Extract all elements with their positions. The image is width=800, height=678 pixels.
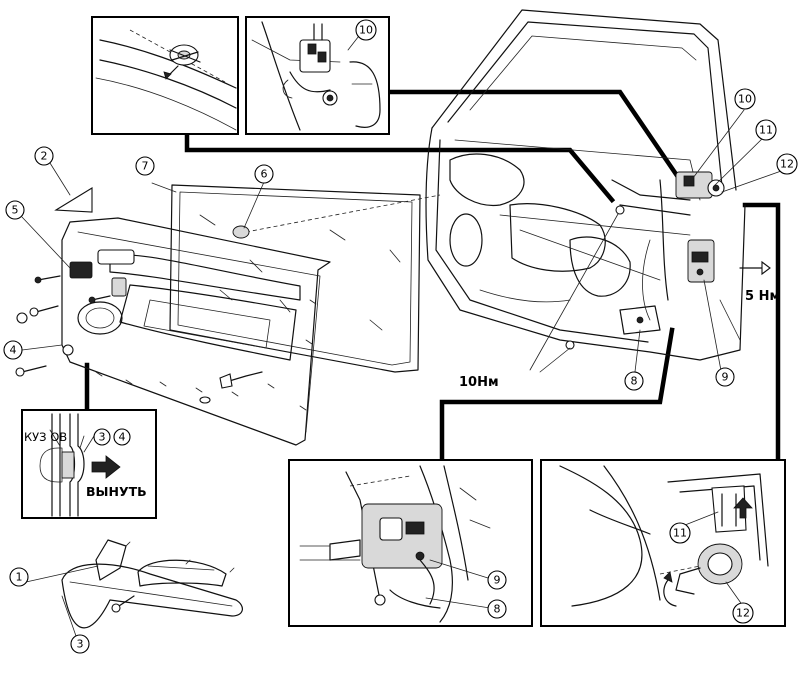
inset-lock-cylinder	[540, 459, 786, 627]
callout-9-inset-label: 9	[494, 574, 501, 587]
callout-11-cylinder-inset: 11	[669, 522, 691, 544]
callout-10-label: 10	[738, 93, 752, 106]
callout-12-inset-label: 12	[736, 607, 750, 620]
callout-3-label: 3	[77, 638, 84, 651]
callout-1: 1	[9, 567, 29, 587]
callout-12-label: 12	[780, 158, 794, 171]
connector-lines	[84, 89, 781, 463]
callout-12-door: 12	[776, 153, 798, 175]
callout-9-latch-inset: 9	[487, 570, 507, 590]
callout-9-label: 9	[722, 371, 729, 384]
door-frame	[425, 9, 771, 361]
callout-7: 7	[135, 156, 155, 176]
water-shield	[169, 184, 441, 373]
callout-4-inset-label: 4	[119, 431, 126, 444]
callout-9-door: 9	[715, 367, 735, 387]
callout-10-connector-inset: 10	[355, 19, 377, 41]
callout-3-clip-inset: 3	[93, 428, 111, 446]
callout-5-label: 5	[12, 204, 19, 217]
callout-12-cylinder-inset: 12	[732, 602, 754, 624]
callout-11-label: 11	[759, 124, 773, 137]
callout-10-door: 10	[734, 88, 756, 110]
inset-inner-handle	[61, 539, 243, 629]
callout-6-label: 6	[261, 168, 268, 181]
callout-7-label: 7	[142, 160, 149, 173]
callout-5: 5	[5, 200, 25, 220]
door-trim-panel	[61, 217, 331, 446]
callout-4-label: 4	[10, 344, 17, 357]
callout-8-door: 8	[624, 371, 644, 391]
callout-4-clip-inset: 4	[113, 428, 131, 446]
clip-inset-body-label: КУЗ ОВ	[24, 430, 67, 444]
callout-3-handle: 3	[70, 634, 90, 654]
torque-10nm-label: 10Нм	[459, 375, 499, 390]
inset-latch-rods	[288, 459, 533, 627]
callout-11-door: 11	[755, 119, 777, 141]
callout-2-label: 2	[41, 150, 48, 163]
callout-4-panel: 4	[3, 340, 23, 360]
callout-2: 2	[34, 146, 54, 166]
callout-3-inset-label: 3	[99, 431, 106, 444]
callout-1-label: 1	[16, 571, 23, 584]
callout-8-label: 8	[631, 375, 638, 388]
callout-8-inset-label: 8	[494, 603, 501, 616]
callout-6: 6	[254, 164, 274, 184]
trim-clips	[95, 299, 317, 411]
loose-fasteners	[15, 187, 250, 377]
torque-5nm-label: 5 Нм	[745, 289, 780, 304]
callout-10-inset-label: 10	[359, 24, 373, 37]
callout-8-latch-inset: 8	[487, 599, 507, 619]
inset-rod-clip	[91, 16, 239, 135]
callout-11-inset-label: 11	[673, 527, 687, 540]
inset-clip-removal	[21, 409, 157, 519]
clip-inset-action-label: ВЫНУТЬ	[86, 484, 147, 499]
